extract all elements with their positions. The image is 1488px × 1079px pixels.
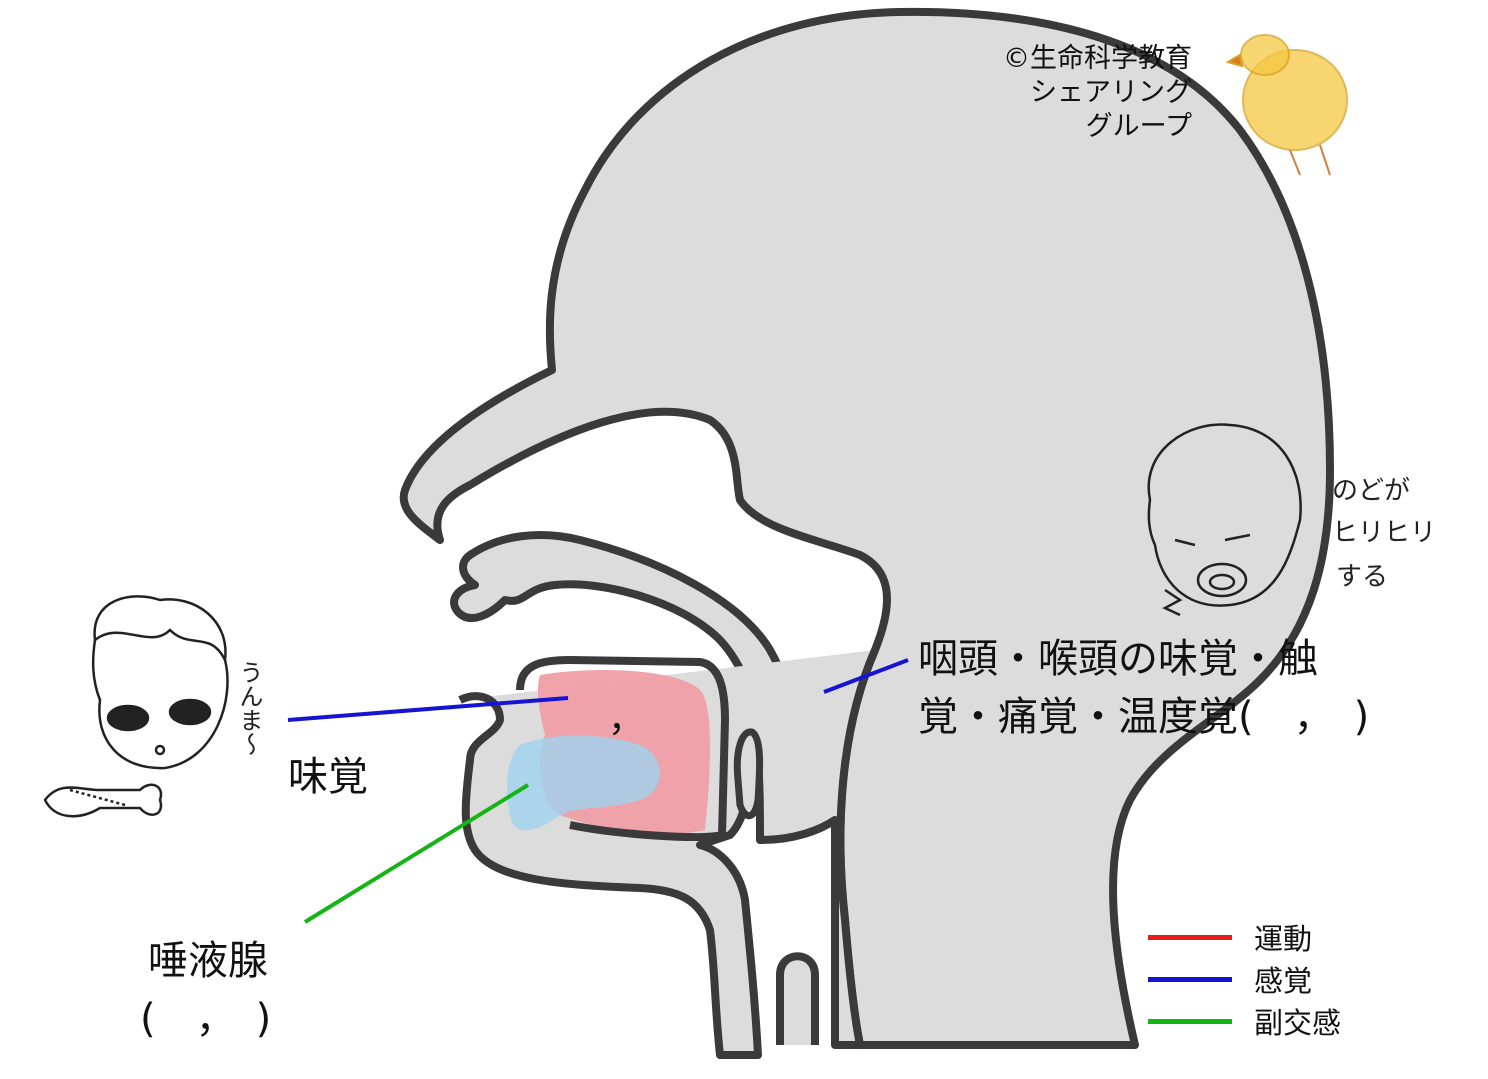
left-boy-speech: うんま〜 [232,660,267,756]
pharynx-label-line-2: 覚・痛覚・温度覚( ， ) [918,684,1369,742]
legend-label-parasympathetic: 副交感 [1254,1000,1341,1042]
copyright-line-1: ©生命科学教育 [960,42,1192,76]
legend-item-sensory: 感覚 [1148,959,1312,999]
copyright-line-2: シェアリング [960,76,1192,110]
legend-swatch-sensory [1148,977,1232,982]
legend-label-sensory: 感覚 [1254,958,1312,1000]
right-boy-speech-line-3: する [1336,556,1388,593]
copyright-notice: ©生命科学教育 シェアリング グループ [960,42,1192,144]
salivary-gland-blank: ( ， ) [140,986,271,1044]
right-boy-speech-line-1: のどが [1332,470,1410,507]
left-boy-doodle [45,596,228,816]
legend-item-motor: 運動 [1148,917,1312,957]
taste-comma: ， [608,690,644,742]
taste-label: 味覚 [288,744,368,802]
copyright-line-3: グループ [960,110,1192,144]
legend-swatch-parasympathetic [1148,1019,1232,1024]
legend-item-parasympathetic: 副交感 [1148,1001,1341,1041]
trachea [780,956,815,1045]
legend-label-motor: 運動 [1254,916,1312,958]
head-silhouette [404,12,1330,1045]
legend-swatch-motor [1148,935,1232,940]
epiglottis [737,732,759,816]
right-boy-speech-line-2: ヒリヒリ [1332,512,1436,549]
pharynx-label-line-1: 咽頭・喉頭の味覚・触 [918,626,1318,684]
salivary-gland-label: 唾液腺 [148,928,268,986]
